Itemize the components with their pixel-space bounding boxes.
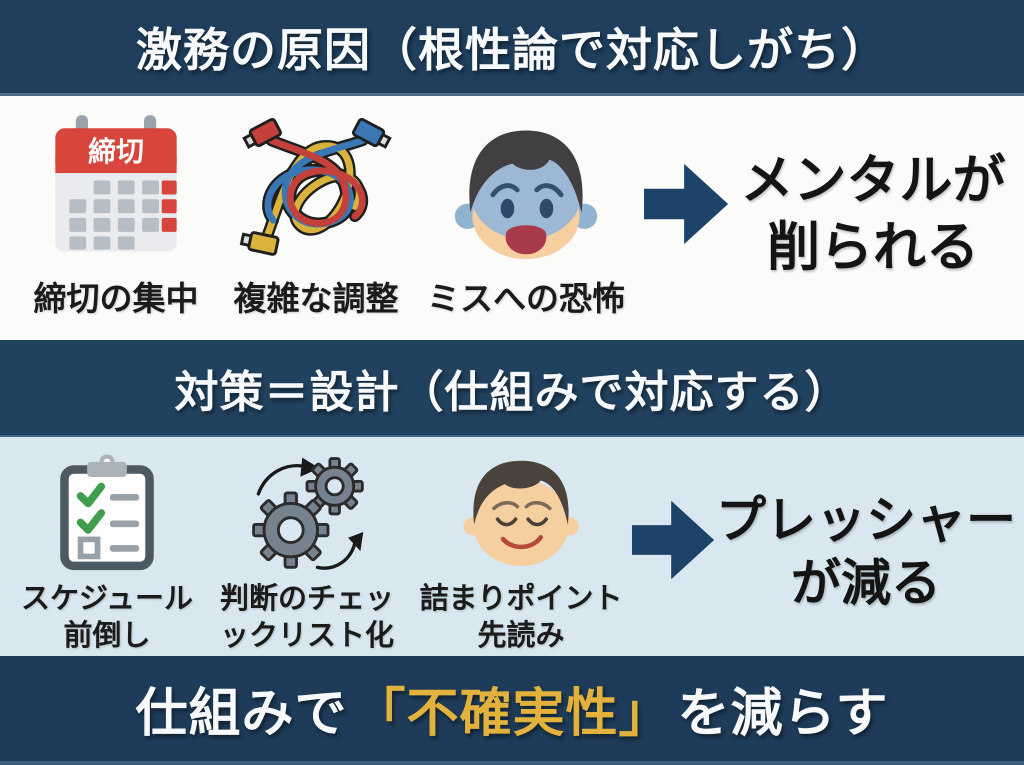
measure-label-schedule-line2: 前倒し [63, 620, 151, 653]
measures-banner: 対策＝設計（仕組みで対応する） [0, 340, 1024, 437]
cause-label-coordination: 複雑な調整 [233, 280, 399, 317]
svg-text:締切: 締切 [88, 135, 144, 167]
right-arrow-icon [644, 159, 730, 254]
measures-result-line2: が減る [791, 555, 941, 611]
measures-banner-title: 対策＝設計（仕組みで対応する） [174, 367, 850, 417]
measure-label-anticipate: 詰まりポイント 先読み [419, 581, 622, 655]
causes-banner: 激務の原因（根性論で対応しがち） [0, 0, 1024, 96]
measures-result-line1: プレッシャー [716, 492, 1016, 548]
cause-item-fear: ミスへの恐怖 [414, 112, 638, 320]
measure-item-anticipate: 詰まりポイント 先読み [412, 449, 630, 655]
measure-label-checklist: 判断のチェッ ックリスト化 [220, 581, 394, 655]
measure-label-checklist-line1: 判断のチェッ [219, 583, 394, 615]
measure-label-anticipate-line1: 詰まりポイント [419, 583, 623, 615]
cause-item-deadlines: 締切 締切の集中 [14, 112, 218, 320]
calm-face-icon [458, 449, 584, 575]
cause-label-deadlines: 締切の集中 [33, 280, 199, 317]
measure-label-anticipate-line2: 先読み [477, 620, 565, 653]
cause-item-coordination: 複雑な調整 [218, 112, 414, 320]
measure-label-schedule-line1: スケジュール [21, 583, 193, 615]
cause-label-fear: ミスへの恐怖 [427, 280, 625, 317]
conclusion-segment-2: を減らす [677, 685, 889, 743]
checklist-clipboard-icon [55, 449, 159, 575]
conclusion-banner: 仕組みで 「不確実性」 を減らす [0, 656, 1024, 765]
measure-item-schedule: スケジュール 前倒し [12, 449, 202, 655]
worried-face-icon [448, 112, 604, 264]
measure-label-schedule: スケジュール 前倒し [21, 581, 193, 655]
measures-result-text: プレッシャー が減る [716, 489, 1016, 615]
gears-cycle-icon [245, 449, 369, 575]
measures-section: スケジュール 前倒し [0, 437, 1024, 656]
causes-result-line2: 削られる [767, 217, 979, 277]
causes-banner-title: 激務の原因（根性論で対応しがち） [136, 23, 888, 76]
causes-section: 締切 締切の集中 [0, 96, 1024, 340]
deadline-calendar-icon: 締切 [46, 112, 186, 264]
right-arrow-icon [632, 496, 716, 589]
causes-result-text: メンタルが 削られる [730, 148, 1016, 282]
conclusion-highlight: 「不確実性」 [353, 685, 672, 743]
measure-label-checklist-line2: ックリスト化 [219, 620, 394, 653]
tangled-cables-icon [237, 112, 395, 264]
conclusion-segment-1: 仕組みで [135, 685, 348, 743]
causes-result-line1: メンタルが [740, 151, 1006, 210]
measure-item-checklist: 判断のチェッ ックリスト化 [202, 449, 412, 655]
